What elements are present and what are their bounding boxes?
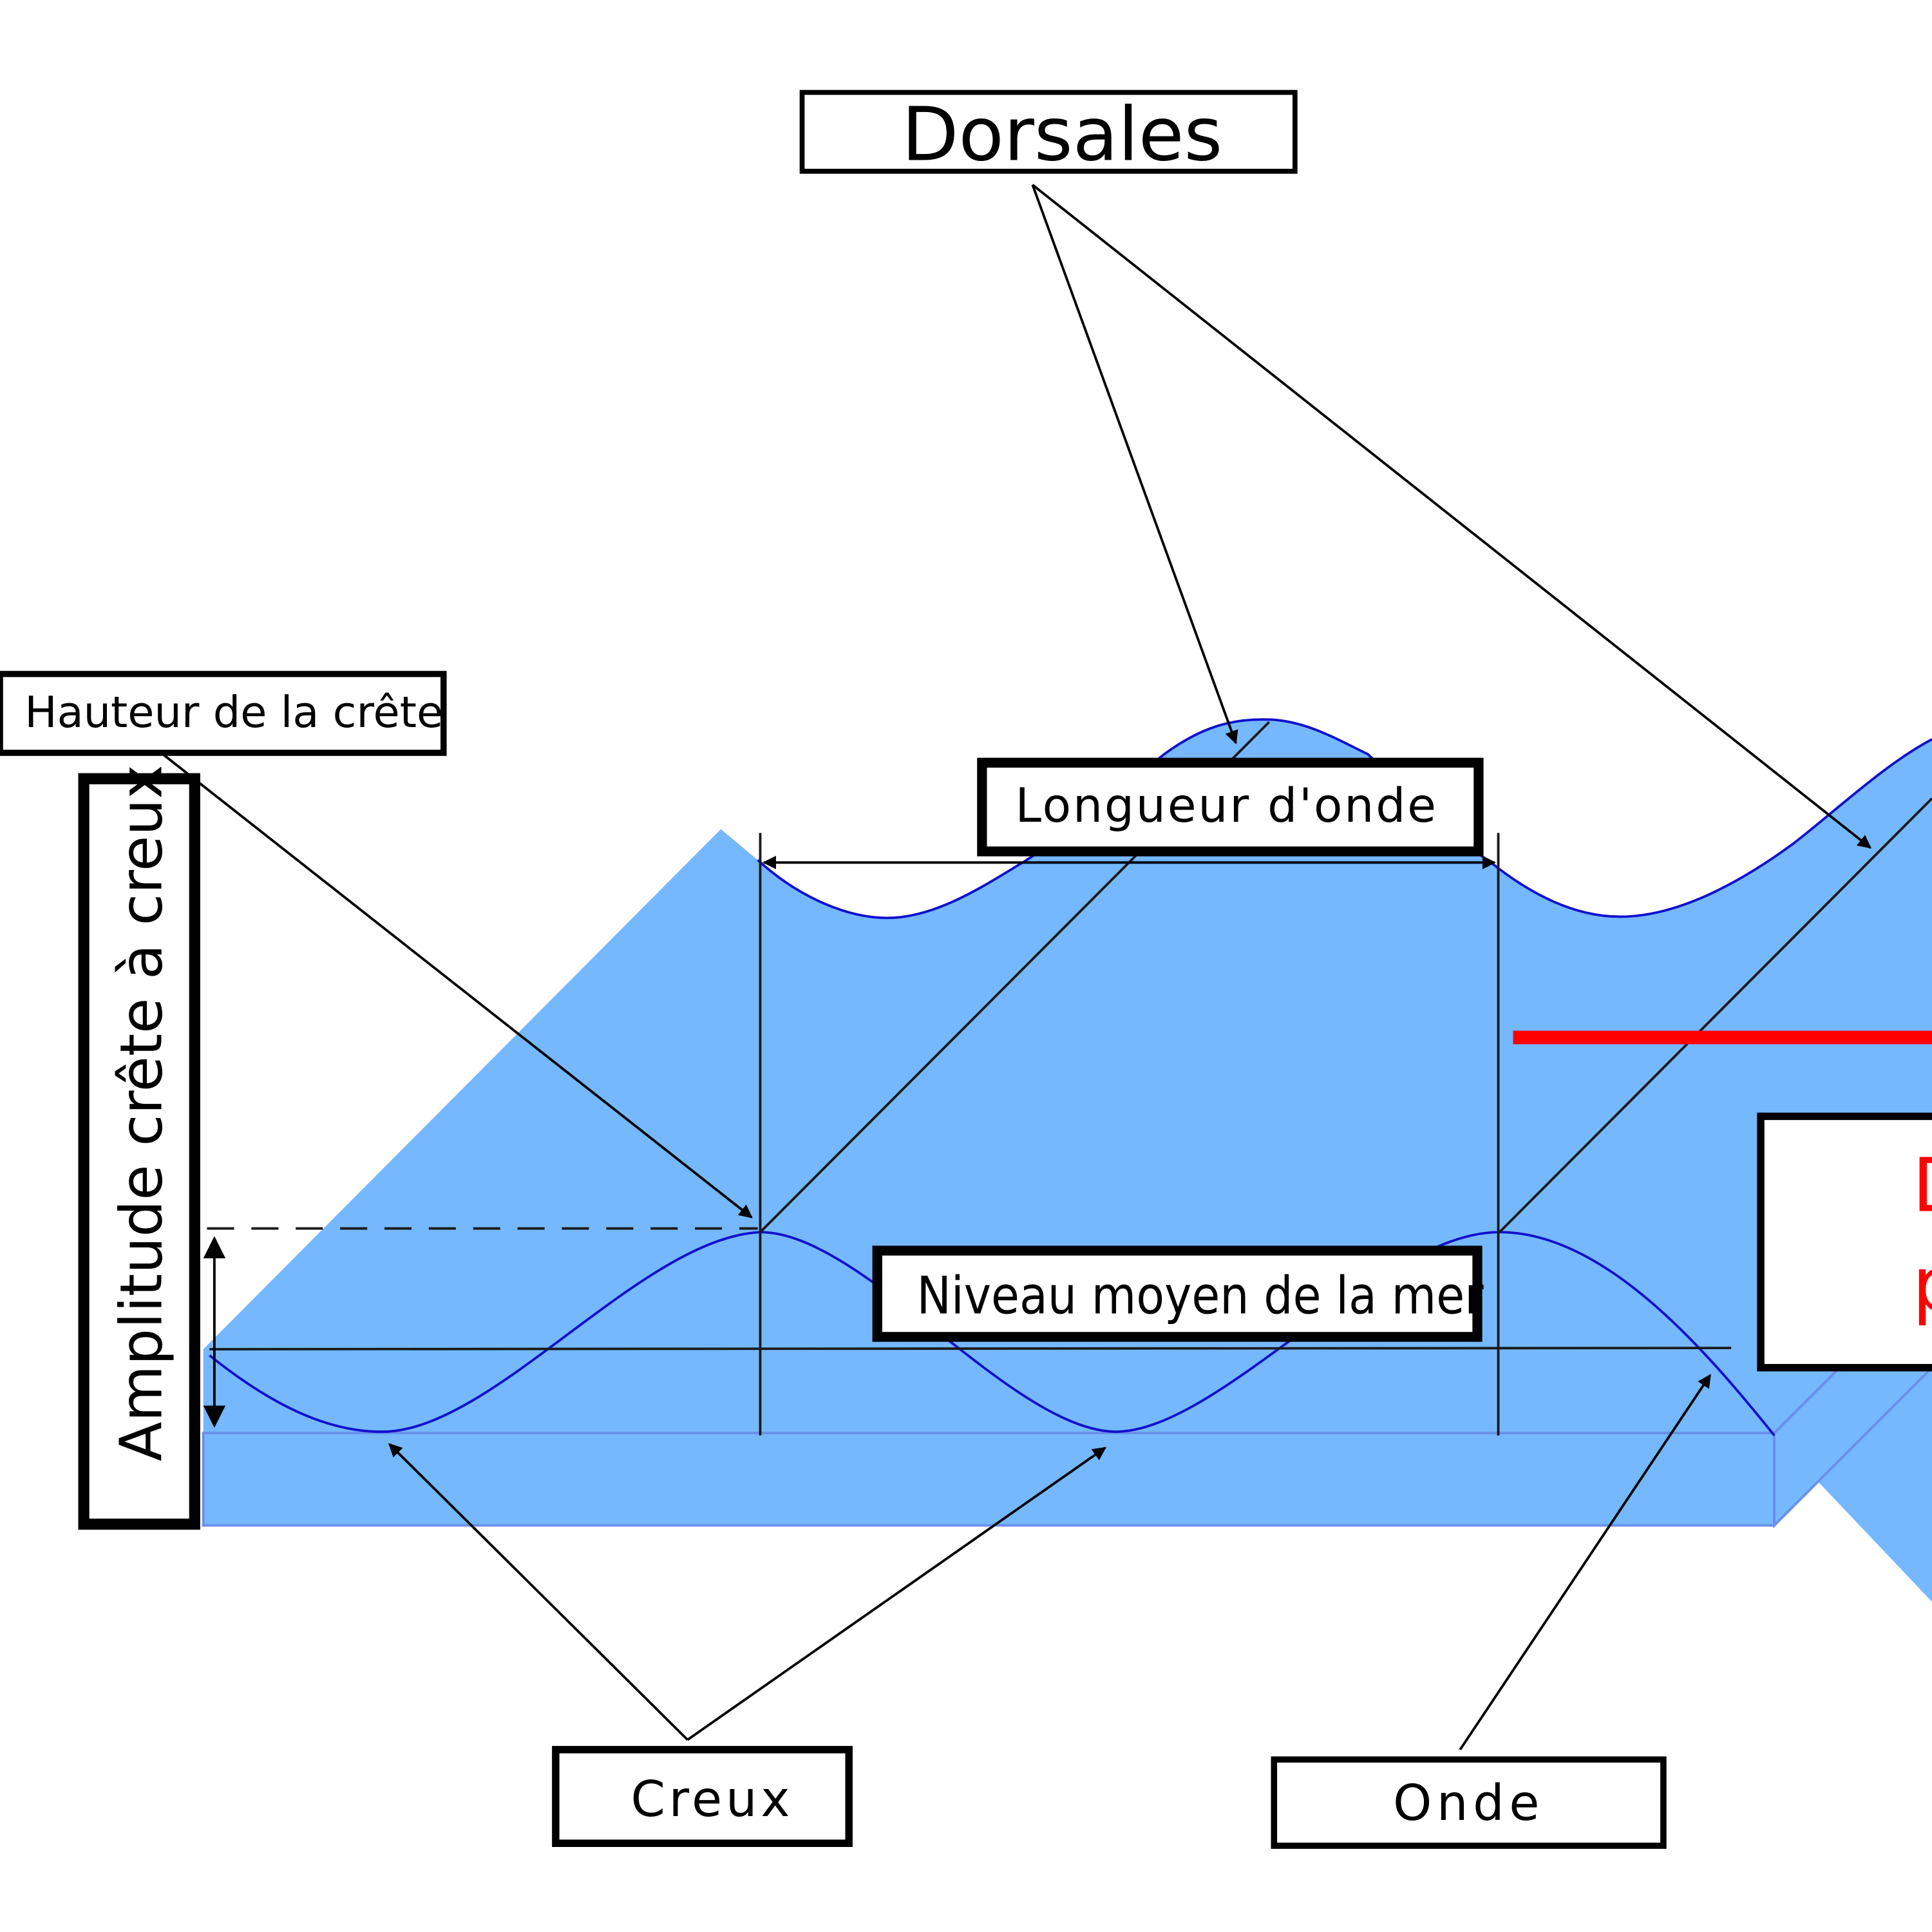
label-longueur-onde-text: Longueur d'onde [1016,779,1438,833]
label-hauteur-crete: Hauteur de la crête [0,670,447,756]
label-cut-off: D p [1757,1112,1932,1372]
label-cut-off-line2: p [1912,1242,1932,1328]
mean-sea-level-line [209,1347,1732,1350]
label-dorsales-text: Dorsales [902,92,1222,178]
annotation-arrows [162,184,1871,1750]
label-hauteur-crete-text: Hauteur de la crête [24,687,443,737]
dorsales-arrow-1 [1031,184,1238,744]
water-front-face [202,1432,1776,1527]
label-creux-text: Creux [630,1771,793,1828]
label-cut-off-line1: D [1912,1143,1932,1229]
structure-lines [207,721,1932,1435]
onde-arrow [1459,1374,1712,1750]
crest-ridge-line-2 [1499,797,1932,1233]
label-longueur-onde: Longueur d'onde [977,757,1484,857]
water-top-surface [203,719,1932,1602]
creux-arrow-2 [687,1446,1106,1741]
label-amplitude-text: Amplitude crête à creux [109,764,176,1461]
label-amplitude: Amplitude crête à creux [78,764,200,1530]
label-niveau-moyen: Niveau moyen de la mer [872,1245,1484,1342]
label-niveau-moyen-text: Niveau moyen de la mer [916,1265,1484,1326]
label-creux: Creux [552,1746,853,1847]
hauteur-arrow [162,753,753,1218]
water-shelf-edge [1773,1370,1837,1434]
front-wave-profile [209,1231,1776,1437]
label-onde-text: Onde [1393,1775,1544,1832]
wave-curves [209,718,1932,1437]
label-dorsales: Dorsales [799,90,1298,178]
label-onde: Onde [1271,1756,1667,1849]
water-block [202,719,1932,1602]
dorsales-arrow-2 [1032,184,1871,849]
back-wave-profile [757,718,1932,920]
creux-arrow-1 [388,1443,688,1741]
